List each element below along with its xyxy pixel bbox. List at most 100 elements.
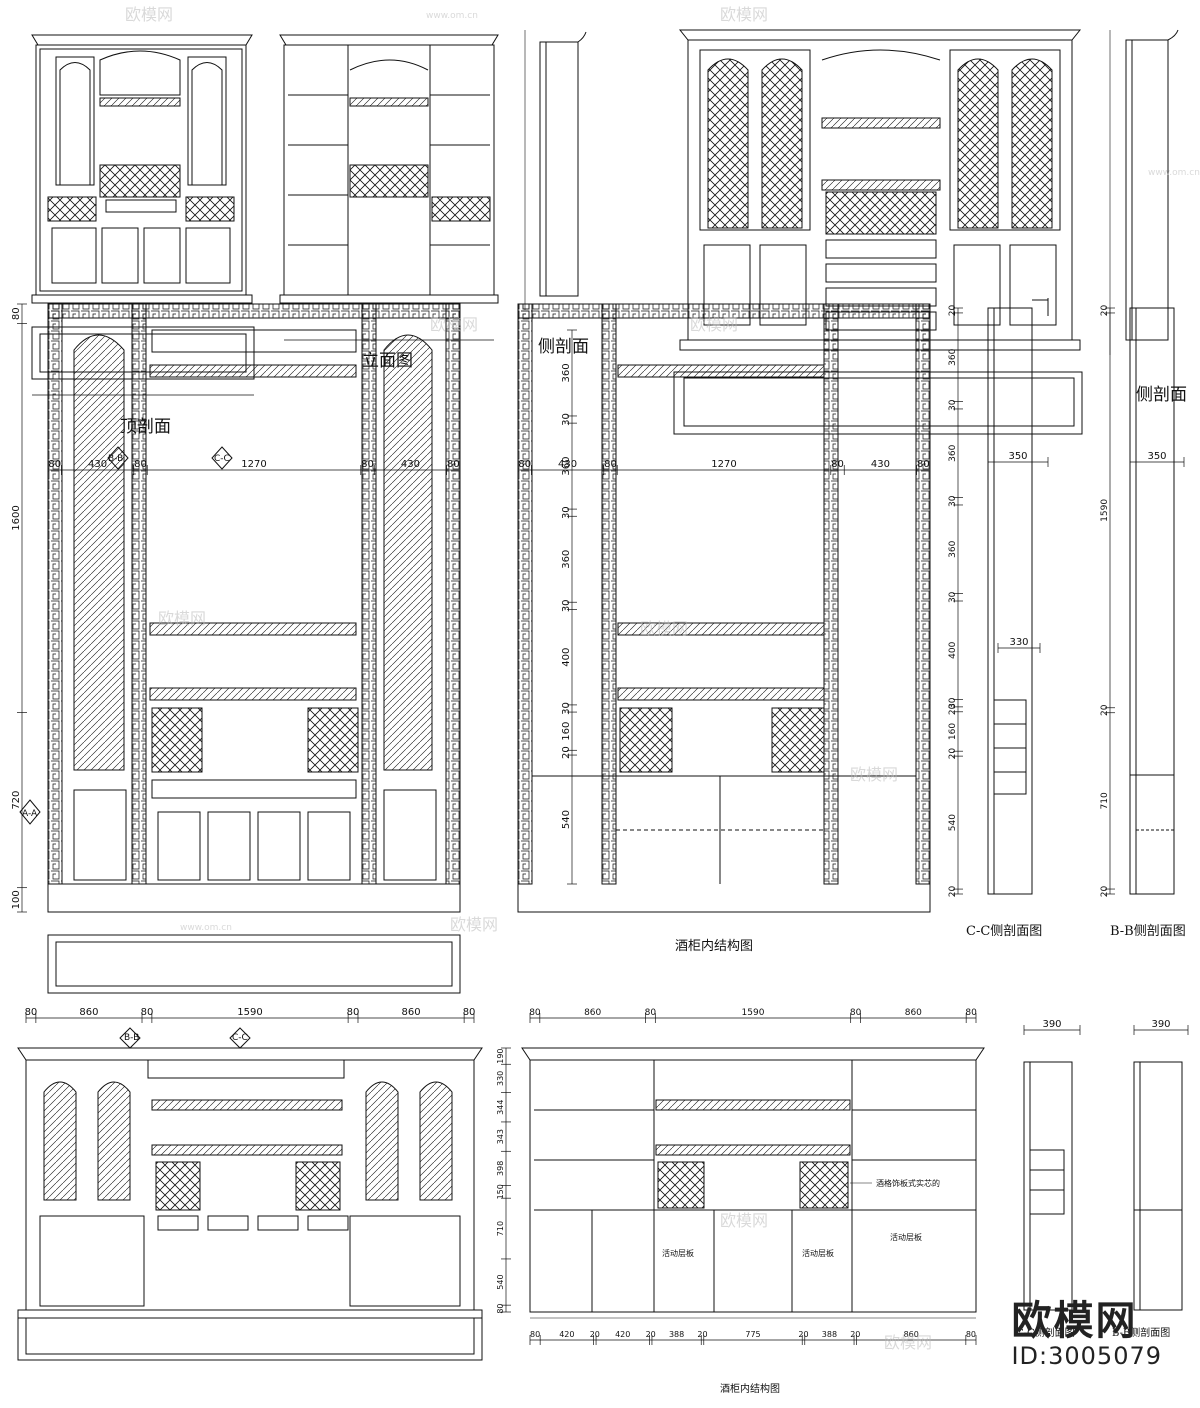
tag-bb-2: B-B xyxy=(124,1033,139,1043)
dimension-value: 80 xyxy=(48,459,61,470)
dimension-value: 400 xyxy=(948,641,958,658)
dimension-value: 710 xyxy=(496,1221,505,1236)
dimension-value: 398 xyxy=(496,1161,505,1176)
dimension-value: 430 xyxy=(88,459,107,470)
dimension-value: 80 xyxy=(530,1330,540,1339)
bb-section-1 xyxy=(1129,307,1175,895)
cc-section-2 xyxy=(1023,1061,1073,1311)
watermark: 欧模网 xyxy=(640,619,688,638)
note-shelf: 活动层板 xyxy=(890,1232,922,1242)
watermark: 欧模网 xyxy=(158,609,206,628)
dimension-value: 860 xyxy=(79,1007,98,1018)
label-side-section-2: 侧剖面 xyxy=(1136,385,1187,405)
watermark: www.om.cn xyxy=(426,11,478,21)
watermark: 欧模网 xyxy=(125,5,173,24)
brand-name: 欧模网 xyxy=(1011,1298,1138,1344)
dimension-value: 20 xyxy=(1100,886,1110,898)
dimension-value: 160 xyxy=(948,723,958,740)
dimension-value: 775 xyxy=(745,1330,760,1339)
note-rack: 酒格饰板式实芯的 xyxy=(876,1178,940,1188)
dimension-value: 344 xyxy=(496,1100,505,1115)
dimension-value: 430 xyxy=(401,459,420,470)
dimension-value: 430 xyxy=(558,459,577,470)
watermark: www.om.cn xyxy=(180,923,232,933)
dimension-value: 80 xyxy=(134,459,147,470)
dimension-value: 150 xyxy=(496,1184,505,1199)
cabinet-elevation-4 xyxy=(47,303,461,913)
dimension-value: 80 xyxy=(831,459,844,470)
cabinet-elevation-1 xyxy=(31,34,253,304)
dimension-value: 330 xyxy=(496,1071,505,1086)
label-elevation: 立面图 xyxy=(362,351,413,371)
dimension-value: 20 xyxy=(561,746,572,759)
dimension-value: 360 xyxy=(561,363,572,382)
dimension-value: 30 xyxy=(561,702,572,715)
dimension-value: 390 xyxy=(1151,1019,1170,1030)
dimension-value: 860 xyxy=(905,1008,922,1018)
dimension-value: 80 xyxy=(645,1008,657,1018)
note-shelf: 活动层板 xyxy=(802,1248,834,1258)
dimension-value: 860 xyxy=(584,1008,601,1018)
dimension-value: 430 xyxy=(871,459,890,470)
watermark: 欧模网 xyxy=(720,1211,768,1230)
section-tag-frames xyxy=(19,446,251,1049)
dimension-value: 30 xyxy=(948,495,958,507)
watermark: 欧模网 xyxy=(450,915,498,934)
dimension-value: 80 xyxy=(447,459,460,470)
cabinet-elevation-5 xyxy=(17,1047,483,1319)
dimension-value: 80 xyxy=(11,307,22,320)
dimension-value: 20 xyxy=(948,304,958,316)
bb-section-2 xyxy=(1133,1061,1183,1311)
dimension-value: 540 xyxy=(948,814,958,831)
dimension-value: 20 xyxy=(798,1330,808,1339)
dimension-value: 80 xyxy=(347,1007,360,1018)
tag-bb-1: B-B xyxy=(108,454,123,464)
side-section-2 xyxy=(1109,29,1179,355)
dimension-value: 80 xyxy=(361,459,374,470)
dimension-value: 190 xyxy=(496,1048,505,1063)
dimension-value: 20 xyxy=(590,1330,600,1339)
watermark: 欧模网 xyxy=(884,1333,932,1352)
dimension-value: 20 xyxy=(948,703,958,715)
dimension-value: 710 xyxy=(1100,792,1110,809)
tag-cc-1: C-C xyxy=(214,454,230,464)
dimension-value: 20 xyxy=(697,1330,707,1339)
dimension-value: 1590 xyxy=(742,1008,765,1018)
dimension-value: 540 xyxy=(496,1274,505,1289)
dimension-value: 350 xyxy=(1008,451,1027,462)
dimension-value: 80 xyxy=(518,459,531,470)
label-cc-section-2: C-C侧剖面图 xyxy=(1016,1328,1075,1339)
label-cc-section-1: C-C侧剖面图 xyxy=(966,924,1043,939)
dimension-value: 540 xyxy=(561,810,572,829)
dimension-value: 20 xyxy=(948,748,958,760)
watermark: 欧模网 xyxy=(850,765,898,784)
watermark: www.om.cn xyxy=(1148,168,1200,178)
label-side-section: 侧剖面 xyxy=(538,337,589,357)
dimension-value: 30 xyxy=(948,591,958,603)
dimension-value: 720 xyxy=(11,791,22,810)
dimension-value: 80 xyxy=(966,1330,976,1339)
dimension-value: 20 xyxy=(646,1330,656,1339)
dimension-value: 360 xyxy=(561,550,572,569)
dimension-value: 860 xyxy=(402,1007,421,1018)
dimension-value: 80 xyxy=(25,1007,38,1018)
dimension-value: 20 xyxy=(948,886,958,898)
dimension-value: 350 xyxy=(1147,451,1166,462)
watermark: 欧模网 xyxy=(720,5,768,24)
label-bb-section-2: B-B侧剖面图 xyxy=(1112,1328,1171,1339)
dimension-value: 20 xyxy=(1100,304,1110,316)
dimension-value: 360 xyxy=(948,444,958,461)
dimension-value: 160 xyxy=(561,722,572,741)
dimension-value: 390 xyxy=(1042,1019,1061,1030)
dimension-value: 388 xyxy=(669,1330,684,1339)
label-interior-2: 酒柜内结构图 xyxy=(720,1384,780,1395)
dimension-value: 1270 xyxy=(241,459,266,470)
dimension-value: 20 xyxy=(850,1330,860,1339)
dimension-value: 30 xyxy=(948,399,958,411)
